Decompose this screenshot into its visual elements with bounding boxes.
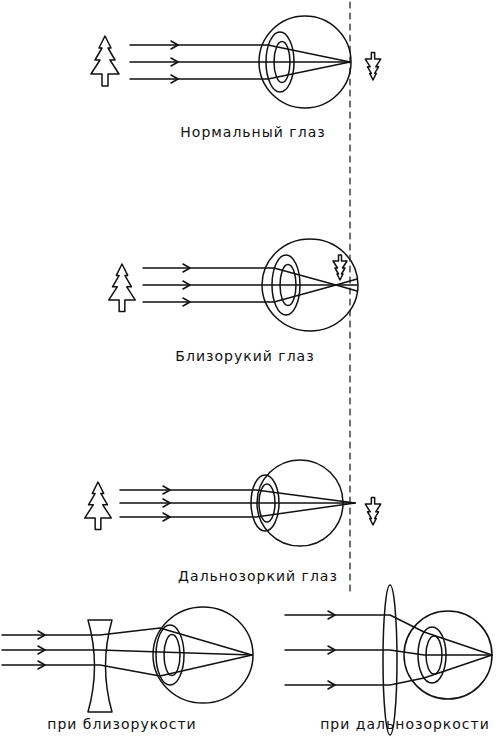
ray-arrow (171, 58, 178, 66)
object-tree (91, 36, 119, 86)
ray-arrow (38, 631, 45, 639)
ray-arrow (183, 264, 190, 272)
ray-arrow (38, 661, 45, 669)
image-tree (365, 498, 380, 526)
ray-arrow (328, 646, 335, 654)
ray-arrow (171, 41, 178, 49)
light-ray (2, 655, 252, 676)
caption-label: Близорукий глаз (175, 348, 314, 364)
object-tree (85, 482, 112, 530)
light-ray (130, 61, 350, 63)
ray-arrow (328, 681, 335, 689)
light-ray (2, 628, 252, 655)
light-ray (130, 62, 350, 79)
ray-arrow (171, 75, 178, 83)
image-tree (333, 255, 347, 280)
light-ray (143, 284, 357, 286)
ray-arrow (38, 646, 45, 654)
image-tree (365, 53, 380, 81)
light-ray (285, 615, 492, 655)
ray-arrow (163, 486, 170, 494)
caption-label: при близорукости (47, 716, 196, 732)
ray-arrow (163, 499, 170, 507)
light-ray (120, 503, 355, 517)
eye-lens-inner (164, 635, 180, 676)
convex-lens (383, 585, 397, 735)
object-tree (109, 264, 136, 312)
ray-arrow (163, 513, 170, 521)
caption-label: при дальнозоркости (320, 716, 490, 732)
ray-arrow (328, 611, 335, 619)
light-ray (120, 502, 355, 504)
light-ray (143, 279, 357, 302)
ray-arrow (183, 281, 190, 289)
light-ray (285, 650, 492, 655)
caption-label: Нормальный глаз (180, 124, 325, 140)
caption-label: Дальнозоркий глаз (178, 568, 338, 584)
light-ray (285, 655, 492, 685)
ray-arrow (183, 298, 190, 306)
light-ray (130, 45, 350, 62)
light-ray (120, 490, 355, 503)
